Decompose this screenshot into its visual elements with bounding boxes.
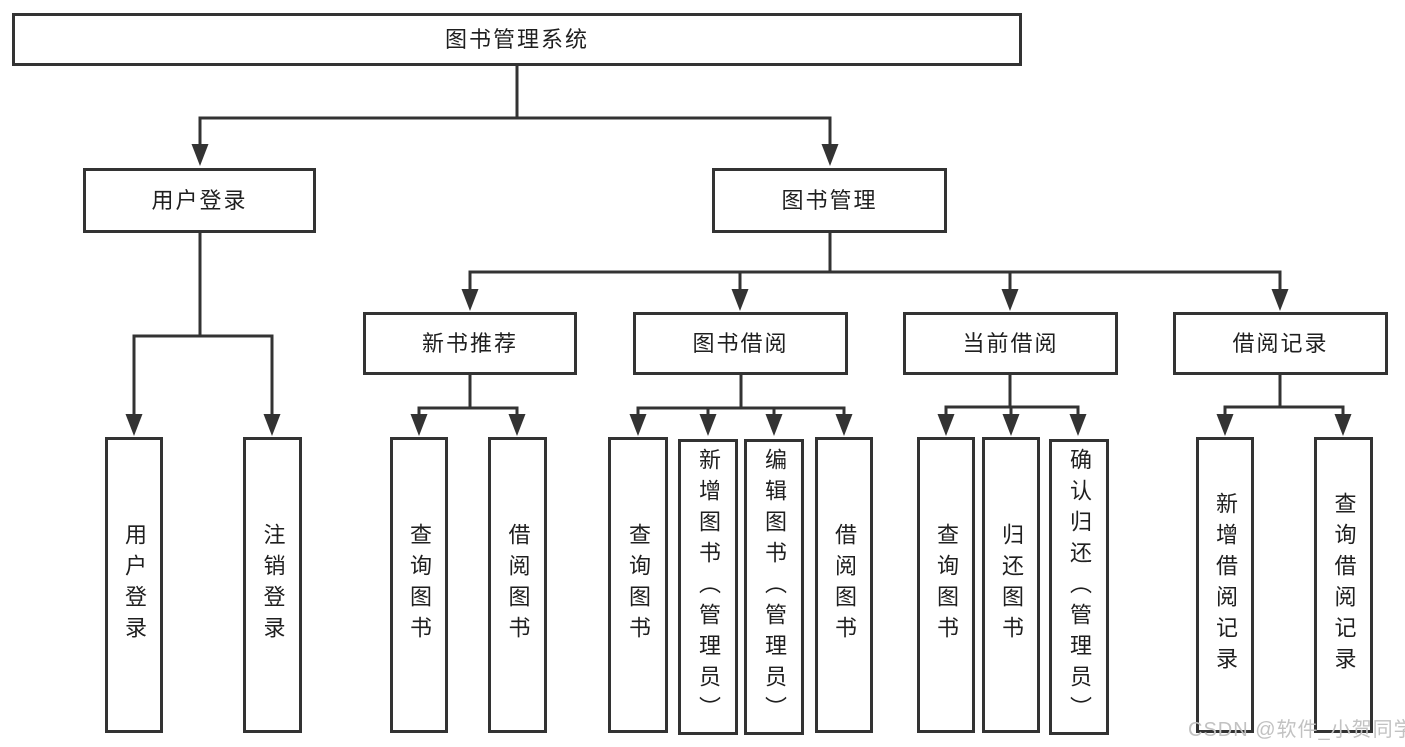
node-root-label: 图书管理系统 <box>444 26 589 52</box>
node-new-book-recommend: 新书推荐 <box>363 312 577 375</box>
arrowhead-icon <box>731 289 749 311</box>
arrowhead-icon <box>508 414 526 436</box>
arrowhead-icon <box>461 289 479 311</box>
leaf-bb-borrow-books: 借阅图书 <box>815 437 873 733</box>
arrowhead-icon <box>1216 414 1234 436</box>
leaf-nb-borrow-books: 借阅图书 <box>488 437 547 733</box>
leaf-label: 用户登录 <box>122 523 147 647</box>
connector-book-borrow-to-leaves <box>629 373 853 436</box>
leaf-user-login: 用户登录 <box>105 437 163 733</box>
connector-root-to-level1 <box>191 64 839 166</box>
leaf-label: 新增借阅记录 <box>1213 492 1238 678</box>
leaf-label: 注销登录 <box>260 523 286 647</box>
arrowhead-icon <box>1069 414 1087 436</box>
leaf-label: 新增图书（管理员） <box>696 447 721 727</box>
leaf-br-add-record: 新增借阅记录 <box>1196 437 1254 733</box>
leaf-label: 查询图书 <box>934 523 959 647</box>
arrowhead-icon <box>191 144 209 166</box>
node-user-login: 用户登录 <box>83 168 316 233</box>
arrowhead-icon <box>937 414 955 436</box>
leaf-cb-return-books: 归还图书 <box>982 437 1040 733</box>
node-current-borrow: 当前借阅 <box>903 312 1118 375</box>
arrowhead-icon <box>835 414 853 436</box>
arrowhead-icon <box>1002 414 1020 436</box>
leaf-label: 编辑图书（管理员） <box>762 447 787 727</box>
arrowhead-icon <box>821 144 839 166</box>
csdn-watermark: CSDN @软件_小贺同学 <box>1188 719 1405 741</box>
node-book-management: 图书管理 <box>712 168 947 233</box>
connector-borrow-records-to-leaves <box>1216 373 1352 436</box>
leaf-label: 查询借阅记录 <box>1331 492 1357 678</box>
connector-current-borrow-to-leaves <box>937 373 1087 436</box>
arrowhead-icon <box>629 414 647 436</box>
arrowhead-icon <box>1271 289 1289 311</box>
node-book-borrow-label: 图书借阅 <box>692 330 789 356</box>
arrowhead-icon <box>410 414 428 436</box>
leaf-label: 归还图书 <box>999 523 1024 647</box>
node-book-borrow: 图书借阅 <box>633 312 848 375</box>
leaf-label: 确认归还（管理员） <box>1067 447 1092 727</box>
leaf-bb-add-books: 新增图书（管理员） <box>678 439 738 735</box>
connector-book-management-to-level2 <box>461 231 1289 311</box>
leaf-label: 查询图书 <box>626 523 651 647</box>
leaf-cb-confirm-return: 确认归还（管理员） <box>1049 439 1109 735</box>
leaf-br-query-record: 查询借阅记录 <box>1314 437 1373 733</box>
leaf-bb-edit-books: 编辑图书（管理员） <box>744 439 804 735</box>
leaf-label: 查询图书 <box>407 523 432 647</box>
arrowhead-icon <box>699 414 717 436</box>
node-book-management-label: 图书管理 <box>781 187 878 213</box>
node-user-login-label: 用户登录 <box>151 187 248 213</box>
arrowhead-icon <box>125 414 143 436</box>
arrowhead-icon <box>1334 414 1352 436</box>
node-borrow-records-label: 借阅记录 <box>1232 330 1329 356</box>
node-current-borrow-label: 当前借阅 <box>962 330 1059 356</box>
leaf-cb-query-books: 查询图书 <box>917 437 975 733</box>
node-borrow-records: 借阅记录 <box>1173 312 1388 375</box>
leaf-logout: 注销登录 <box>243 437 302 733</box>
node-new-book-recommend-label: 新书推荐 <box>421 330 518 356</box>
leaf-bb-query-books: 查询图书 <box>608 437 668 733</box>
leaf-label: 借阅图书 <box>832 523 857 647</box>
connector-new-book-recommend-to-leaves <box>410 373 526 436</box>
node-root: 图书管理系统 <box>12 13 1022 66</box>
leaf-label: 借阅图书 <box>505 523 531 647</box>
arrowhead-icon <box>1001 289 1019 311</box>
arrowhead-icon <box>263 414 281 436</box>
arrowhead-icon <box>765 414 783 436</box>
leaf-nb-query-books: 查询图书 <box>390 437 448 733</box>
connector-user-login-to-leaves <box>125 231 281 436</box>
